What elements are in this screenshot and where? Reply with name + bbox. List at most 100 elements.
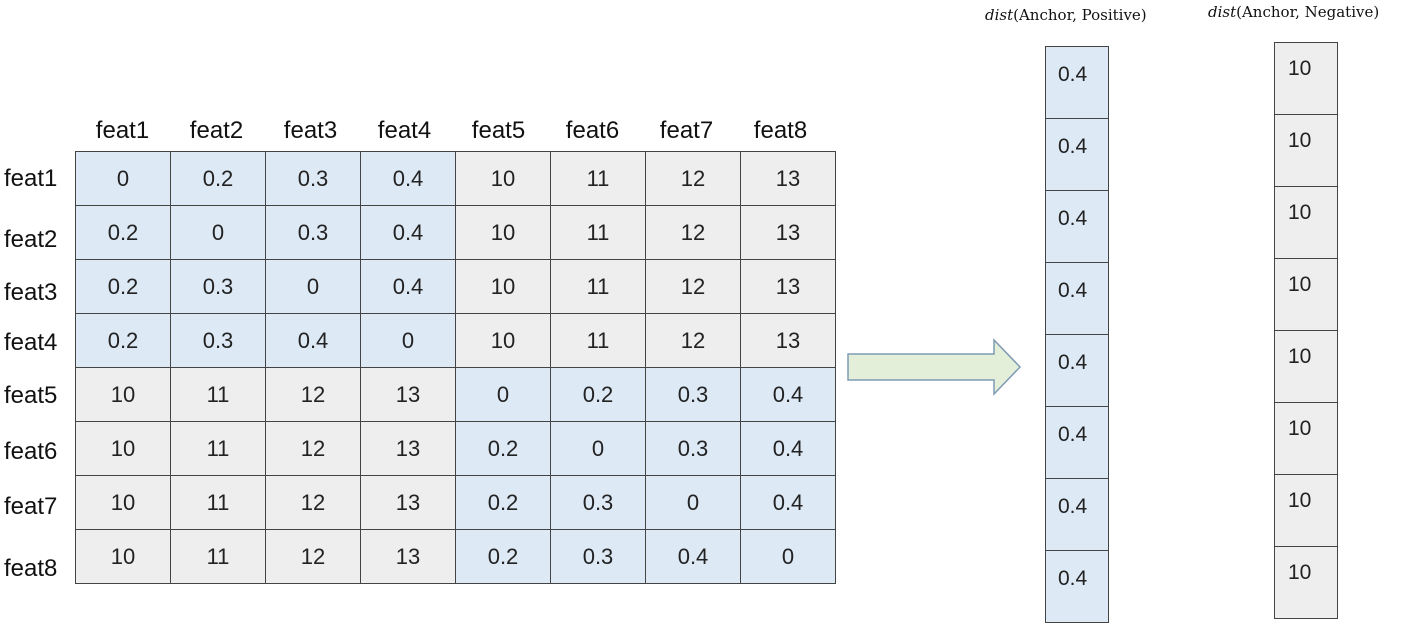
matrix-cell: 0.2 [455, 421, 551, 476]
matrix-cell: 13 [360, 529, 456, 584]
negative-vector-cell: 10 [1275, 187, 1337, 259]
matrix-cell: 11 [170, 421, 266, 476]
matrix-cell: 0.4 [360, 259, 456, 314]
matrix-cell: 0.4 [360, 151, 456, 206]
row-header-feat3: feat3 [4, 279, 58, 306]
matrix-cell: 10 [75, 529, 171, 584]
positive-vector-cell: 0.4 [1046, 551, 1108, 623]
matrix-cell: 12 [645, 313, 741, 368]
positive-vector-cell: 0.4 [1046, 479, 1108, 551]
matrix-cell: 0 [645, 475, 741, 530]
matrix-cell: 0.3 [170, 259, 266, 314]
matrix-cell: 12 [645, 151, 741, 206]
matrix-cell: 0.2 [75, 313, 171, 368]
matrix-cell: 11 [170, 475, 266, 530]
negative-vector-cell: 10 [1275, 259, 1337, 331]
matrix-cell: 10 [455, 151, 551, 206]
matrix-cell: 11 [550, 205, 646, 260]
row-header-feat1: feat1 [4, 165, 58, 192]
matrix-cell: 12 [265, 421, 361, 476]
matrix-cell: 13 [360, 367, 456, 422]
matrix-cell: 11 [170, 529, 266, 584]
matrix-cell: 11 [170, 367, 266, 422]
matrix-cell: 13 [360, 421, 456, 476]
matrix-cell: 0.2 [550, 367, 646, 422]
negative-vector-cell: 10 [1275, 547, 1337, 619]
matrix-cell: 0 [455, 367, 551, 422]
matrix-cell: 0.4 [645, 529, 741, 584]
matrix-cell: 0 [170, 205, 266, 260]
col-header-feat2: feat2 [189, 117, 244, 144]
matrix-cell: 10 [455, 259, 551, 314]
matrix-cell: 0.3 [645, 367, 741, 422]
negative-vector-title: dist(Anchor, Negative) [1208, 3, 1380, 21]
matrix-cell: 0 [740, 529, 836, 584]
matrix-cell: 12 [645, 259, 741, 314]
matrix-cell: 11 [550, 313, 646, 368]
negative-vector-cell: 10 [1275, 403, 1337, 475]
matrix-cell: 13 [740, 313, 836, 368]
matrix-cell: 0.4 [740, 421, 836, 476]
matrix-cell: 0.2 [75, 205, 171, 260]
positive-vector-cell: 0.4 [1046, 263, 1108, 335]
matrix-cell: 0.4 [265, 313, 361, 368]
row-header-feat6: feat6 [4, 438, 58, 465]
negative-vector-cell: 10 [1275, 115, 1337, 187]
col-header-feat4: feat4 [377, 117, 432, 144]
matrix-cell: 0.4 [360, 205, 456, 260]
row-header-feat4: feat4 [4, 329, 58, 356]
matrix-cell: 0.3 [550, 529, 646, 584]
positive-vector-cell: 0.4 [1046, 335, 1108, 407]
matrix-cell: 12 [645, 205, 741, 260]
row-header-feat5: feat5 [4, 382, 58, 409]
matrix-cell: 13 [360, 475, 456, 530]
col-header-feat8: feat8 [753, 117, 808, 144]
positive-vector-cell: 0.4 [1046, 407, 1108, 479]
matrix-cell: 0.2 [75, 259, 171, 314]
matrix-cell: 0 [550, 421, 646, 476]
col-header-feat6: feat6 [565, 117, 620, 144]
negative-vector-cell: 10 [1275, 43, 1337, 115]
row-header-feat7: feat7 [4, 493, 58, 520]
matrix-cell: 0.3 [170, 313, 266, 368]
matrix-cell: 0 [360, 313, 456, 368]
matrix-cell: 0.4 [740, 367, 836, 422]
negative-vector-cell: 10 [1275, 331, 1337, 403]
row-header-feat2: feat2 [4, 226, 58, 253]
col-header-feat5: feat5 [471, 117, 526, 144]
col-header-feat3: feat3 [283, 117, 338, 144]
matrix-cell: 11 [550, 259, 646, 314]
matrix-cell: 0.3 [265, 205, 361, 260]
matrix-cell: 10 [455, 313, 551, 368]
col-header-feat1: feat1 [95, 117, 150, 144]
matrix-cell: 13 [740, 259, 836, 314]
matrix-cell: 10 [455, 205, 551, 260]
matrix-cell: 12 [265, 367, 361, 422]
matrix-cell: 13 [740, 205, 836, 260]
matrix-cell: 0 [75, 151, 171, 206]
positive-vector-cell: 0.4 [1046, 47, 1108, 119]
positive-vector-title: dist(Anchor, Positive) [985, 6, 1147, 24]
row-header-feat8: feat8 [4, 555, 58, 582]
matrix-cell: 10 [75, 421, 171, 476]
matrix-cell: 0.2 [455, 529, 551, 584]
matrix-cell: 10 [75, 367, 171, 422]
matrix-cell: 0.3 [645, 421, 741, 476]
matrix-cell: 11 [550, 151, 646, 206]
matrix-cell: 0.3 [550, 475, 646, 530]
negative-vector-cell: 10 [1275, 475, 1337, 547]
matrix-cell: 12 [265, 529, 361, 584]
matrix-cell: 13 [740, 151, 836, 206]
matrix-cell: 0.2 [455, 475, 551, 530]
matrix-cell: 0.2 [170, 151, 266, 206]
matrix-cell: 0.4 [740, 475, 836, 530]
